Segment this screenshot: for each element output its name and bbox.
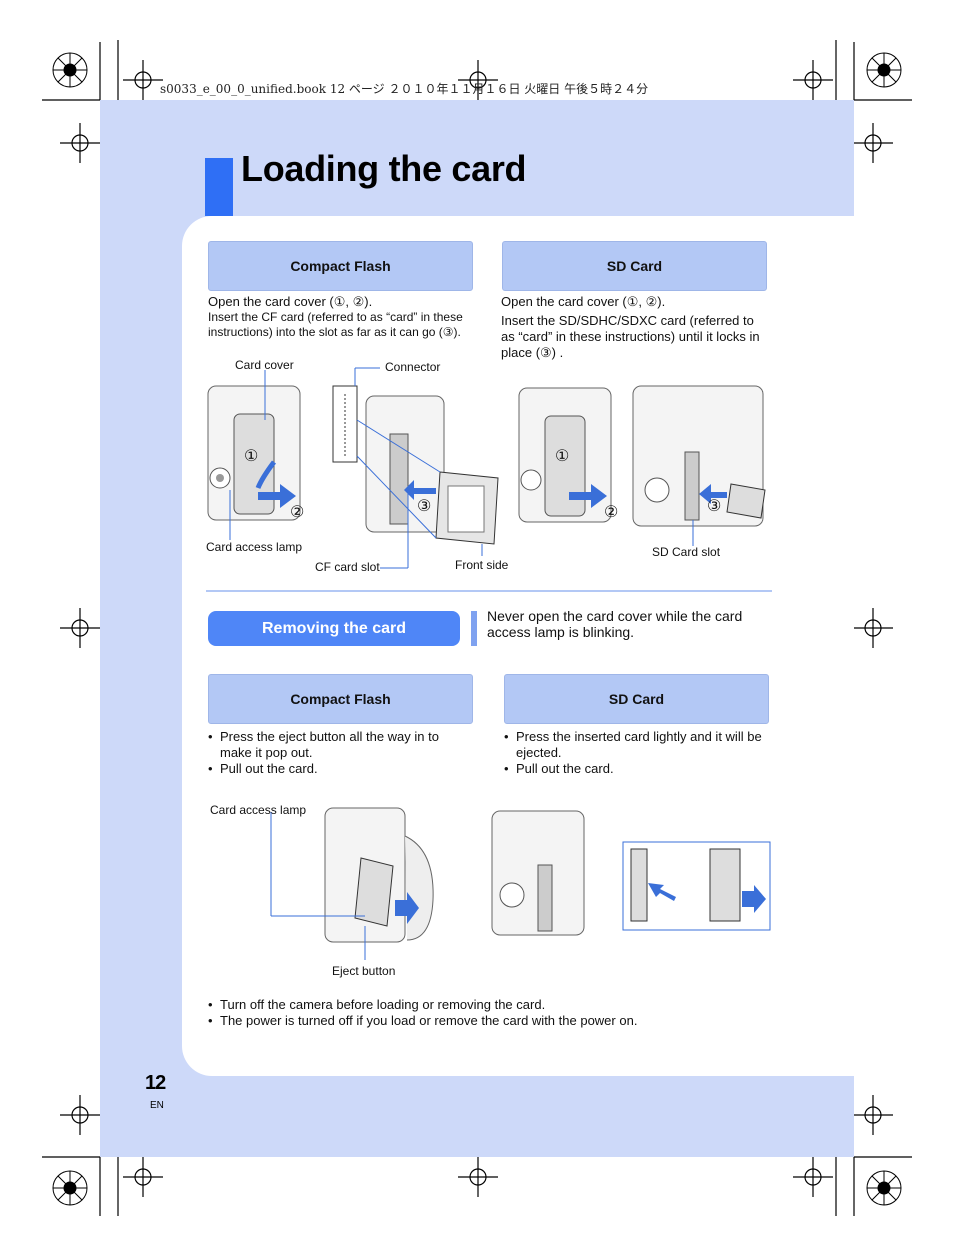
- remove-cf-instructions: Press the eject button all the way in to…: [208, 729, 470, 777]
- footer-notes: Turn off the camera before loading or re…: [208, 997, 768, 1029]
- cf-instructions: Open the card cover (①, ②). Insert the C…: [208, 294, 478, 340]
- cf-step-open: Open the card cover (①, ②).: [208, 294, 373, 309]
- remove-cf-bullet-1: Press the eject button all the way in to…: [208, 729, 470, 761]
- sd-step-open: Open the card cover (①, ②).: [501, 294, 666, 309]
- book-info-header: s0033_e_00_0_unified.book 12 ページ ２０１０年１１…: [160, 82, 649, 96]
- sd-step-2-marker: ②: [604, 504, 619, 521]
- label-remove-card-access-lamp: Card access lamp: [210, 803, 307, 817]
- page-number: 12: [145, 1072, 166, 1094]
- step-2-marker: ②: [290, 504, 305, 521]
- sd-heading: SD Card: [606, 258, 663, 274]
- note-accent-bar: [471, 611, 477, 646]
- sd-removing-illustration: [491, 810, 771, 936]
- remove-sd-bullet-2: Pull out the card.: [504, 761, 769, 777]
- label-card-cover: Card cover: [235, 358, 294, 372]
- cf-heading-box: Compact Flash: [208, 241, 473, 291]
- remove-cf-heading-box: Compact Flash: [208, 674, 473, 724]
- removing-note: Never open the card cover while the card…: [487, 608, 743, 640]
- footer-note-1: Turn off the camera before loading or re…: [208, 997, 768, 1013]
- label-sd-card-slot: SD Card slot: [652, 545, 721, 559]
- removing-heading: Removing the card: [208, 611, 460, 646]
- cf-step-insert: Insert the CF card (referred to as “card…: [208, 310, 463, 339]
- remove-cf-bullet-2: Pull out the card.: [208, 761, 470, 777]
- sd-heading-box: SD Card: [502, 241, 767, 291]
- step-3-marker: ③: [417, 498, 432, 515]
- cf-removing-illustration: [270, 807, 434, 960]
- label-front-side: Front side: [455, 558, 509, 572]
- sd-step-3-marker: ③: [707, 498, 722, 515]
- sd-loading-illustration: [518, 385, 766, 546]
- label-card-access-lamp: Card access lamp: [206, 540, 303, 554]
- footer-note-2: The power is turned off if you load or r…: [208, 1013, 768, 1029]
- label-eject-button: Eject button: [332, 964, 396, 978]
- remove-sd-heading: SD Card: [608, 691, 665, 707]
- remove-cf-heading: Compact Flash: [290, 691, 391, 707]
- title-accent-bar: [205, 158, 233, 216]
- section-divider: [206, 590, 772, 592]
- cf-heading: Compact Flash: [290, 258, 391, 274]
- label-connector: Connector: [385, 360, 441, 374]
- sd-step-1-marker: ①: [555, 448, 570, 465]
- remove-sd-heading-box: SD Card: [504, 674, 769, 724]
- sd-step-insert: Insert the SD/SDHC/SDXC card (referred t…: [501, 313, 760, 360]
- page-language: EN: [150, 1100, 164, 1111]
- cf-loading-illustration: [207, 367, 499, 569]
- remove-sd-instructions: Press the inserted card lightly and it w…: [504, 729, 769, 777]
- step-1-marker: ①: [244, 448, 259, 465]
- page-title: Loading the card: [241, 148, 527, 189]
- label-cf-card-slot: CF card slot: [315, 560, 380, 574]
- remove-sd-bullet-1: Press the inserted card lightly and it w…: [504, 729, 769, 761]
- sd-instructions: Open the card cover (①, ②). Insert the S…: [501, 294, 771, 361]
